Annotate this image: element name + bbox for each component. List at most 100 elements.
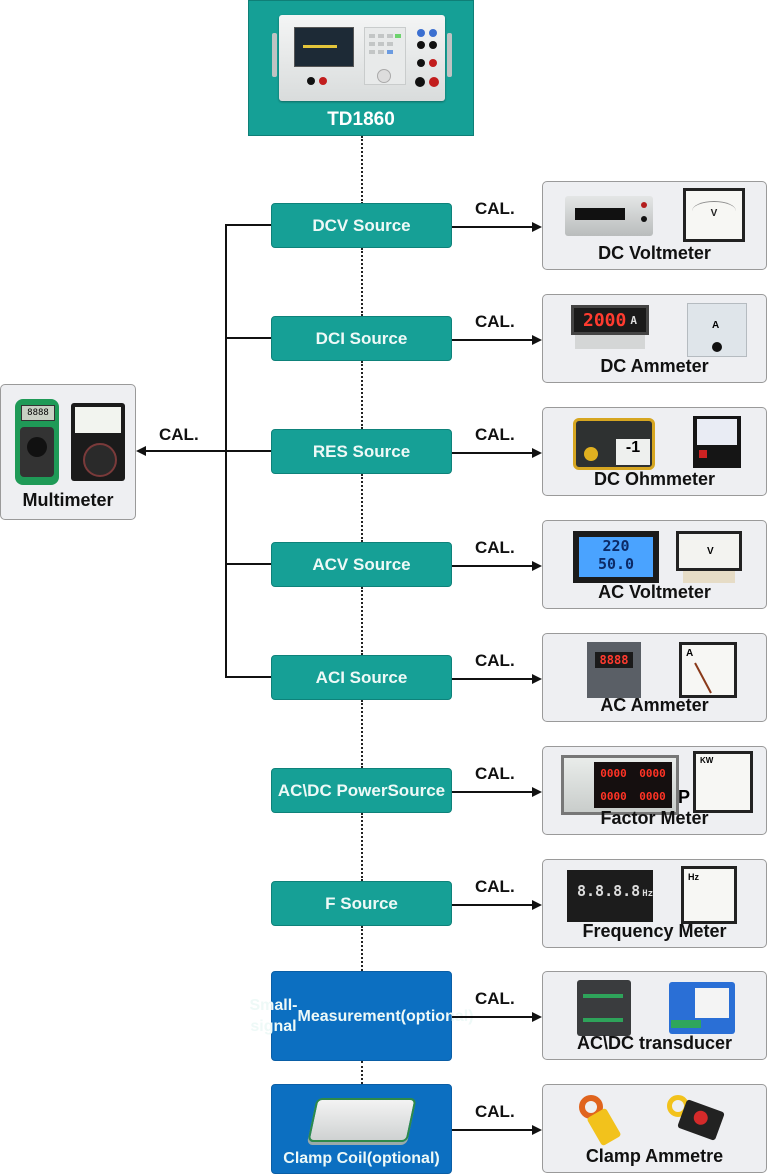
arrow-left-icon bbox=[136, 446, 146, 456]
arrow-right-icon bbox=[532, 787, 542, 797]
arrow-right-icon bbox=[532, 561, 542, 571]
calibration-arrow-line bbox=[452, 226, 532, 228]
source-label-line: Measurement bbox=[297, 1007, 401, 1025]
target-instrument-label: DC Ohmmeter bbox=[593, 469, 716, 489]
source-box: ACI Source bbox=[271, 655, 452, 700]
digital-multimeter-icon: 8888 bbox=[15, 399, 59, 485]
analog-voltmeter-icon: V bbox=[676, 531, 742, 571]
cal-label: CAL. bbox=[475, 538, 515, 557]
source-label: Clamp Coil(optional) bbox=[283, 1150, 440, 1167]
source-label: RES Source bbox=[312, 441, 411, 461]
multimeter-link-line bbox=[145, 450, 271, 452]
calibration-arrow-line bbox=[452, 452, 532, 454]
arrow-right-icon bbox=[532, 900, 542, 910]
arrow-right-icon bbox=[532, 674, 542, 684]
connector-dotted bbox=[361, 474, 363, 542]
cal-label: CAL. bbox=[475, 877, 515, 896]
analog-ammeter-icon: A bbox=[679, 642, 737, 698]
analog-ammeter-icon: A bbox=[687, 303, 747, 357]
source-box: F Source bbox=[271, 881, 452, 926]
arrow-right-icon bbox=[532, 222, 542, 232]
cal-label: CAL. bbox=[475, 199, 515, 218]
source-label: ACV Source bbox=[312, 554, 411, 574]
analog-ohmmeter-icon bbox=[693, 416, 741, 468]
cal-label: CAL. bbox=[475, 989, 515, 1008]
calibration-arrow-line bbox=[452, 565, 532, 567]
source-box: DCI Source bbox=[271, 316, 452, 361]
connector-dotted bbox=[361, 1061, 363, 1084]
handle-left bbox=[272, 33, 277, 77]
bracket-tick-aci bbox=[225, 676, 271, 678]
source-box: ACV Source bbox=[271, 542, 452, 587]
source-label-line: AC\DC Power bbox=[277, 780, 388, 800]
source-label: DCI Source bbox=[315, 328, 408, 348]
source-label-line: (optional) bbox=[400, 1007, 474, 1025]
cal-label: CAL. bbox=[159, 425, 199, 444]
source-label: F Source bbox=[325, 893, 398, 913]
multimeter-label: Multimeter bbox=[22, 490, 114, 510]
device-screen bbox=[294, 27, 354, 67]
connector-dotted bbox=[361, 136, 363, 204]
cal-label: CAL. bbox=[475, 425, 515, 444]
source-label: ACI Source bbox=[315, 667, 408, 687]
arrow-right-icon bbox=[532, 448, 542, 458]
bracket-tick-acv bbox=[225, 563, 271, 565]
arrow-right-icon bbox=[532, 1125, 542, 1135]
calibration-arrow-line bbox=[452, 678, 532, 680]
source-label-line: Small-signal bbox=[249, 997, 298, 1035]
cal-label: CAL. bbox=[475, 1102, 515, 1121]
power-prefix-letter: P bbox=[678, 787, 691, 807]
analog-multimeter-icon bbox=[71, 403, 125, 481]
calibrator-device-icon bbox=[272, 15, 452, 101]
connector-dotted bbox=[361, 926, 363, 971]
td1860-device-box: TD1860 bbox=[248, 0, 474, 136]
bracket-tick-dcv bbox=[225, 224, 271, 226]
connector-dotted bbox=[361, 587, 363, 655]
analog-voltmeter-icon: V bbox=[683, 188, 745, 242]
arrow-right-icon bbox=[532, 335, 542, 345]
analog-frequency-meter-icon: Hz bbox=[681, 866, 737, 924]
source-label-line: Source bbox=[387, 780, 446, 800]
connector-dotted bbox=[361, 248, 363, 316]
connector-dotted bbox=[361, 813, 363, 881]
power-factor-dial-icon: KW bbox=[693, 751, 753, 813]
source-label: DCV Source bbox=[312, 215, 411, 235]
connector-dotted bbox=[361, 361, 363, 429]
analog-clamp-meter-icon bbox=[667, 1095, 739, 1145]
target-instrument-label: DC Voltmeter bbox=[598, 243, 711, 263]
target-instrument-label: Clamp Ammetre bbox=[585, 1146, 724, 1166]
source-box: DCV Source bbox=[271, 203, 452, 248]
target-instrument-label: AC Voltmeter bbox=[598, 582, 711, 602]
handle-right bbox=[447, 33, 452, 77]
transducer-module-icon bbox=[577, 980, 631, 1036]
bracket-tick-dci bbox=[225, 337, 271, 339]
target-instrument-panel: Clamp Ammetre bbox=[542, 1084, 767, 1173]
digital-clamp-meter-icon bbox=[579, 1095, 627, 1147]
target-instrument-label: Factor Meter bbox=[600, 808, 709, 828]
cal-label: CAL. bbox=[475, 764, 515, 783]
calibration-arrow-line bbox=[452, 791, 532, 793]
target-instrument-label: AC\DC transducer bbox=[576, 1033, 733, 1053]
connector-dotted bbox=[361, 700, 363, 768]
cal-label: CAL. bbox=[475, 651, 515, 670]
din-rail-transducer-icon bbox=[669, 982, 735, 1034]
calibration-arrow-line bbox=[452, 1129, 532, 1131]
clamp-coil-icon bbox=[306, 1098, 417, 1142]
target-instrument-label: Frequency Meter bbox=[582, 921, 727, 941]
target-instrument-label: AC Ammeter bbox=[600, 695, 709, 715]
calibration-arrow-line bbox=[452, 904, 532, 906]
target-instrument-label: DC Ammeter bbox=[600, 356, 709, 376]
